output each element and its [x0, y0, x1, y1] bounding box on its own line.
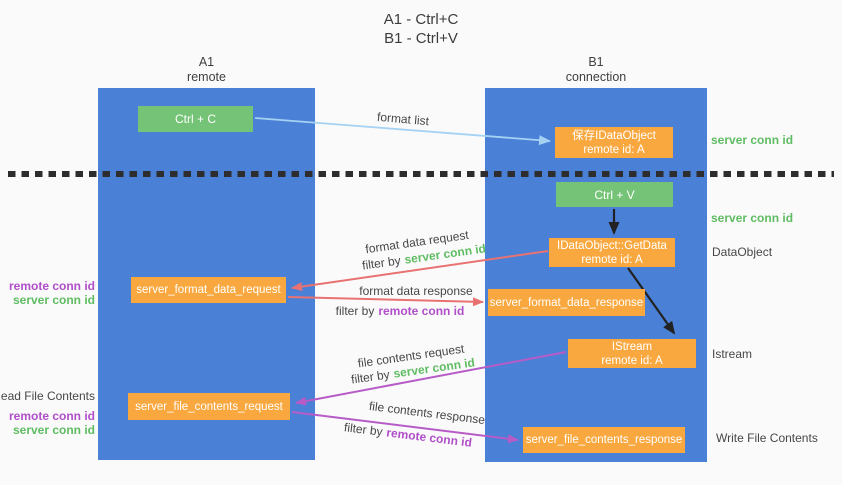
node-server-file-contents-request: server_file_contents_request — [128, 393, 290, 420]
node-server-format-data-response: server_format_data_response — [488, 289, 645, 316]
lane-header-a1: A1 remote — [98, 55, 315, 85]
annotation-remote-conn-id-file: remote conn id — [8, 409, 95, 423]
lane-a1-name: A1 — [198, 55, 215, 69]
lane-b1-name: B1 — [588, 55, 604, 69]
annotation-remote-conn-id-format: remote conn id — [8, 279, 95, 293]
annotation-server-conn-id-format: server conn id — [12, 293, 95, 307]
filter-by-text: filter by — [343, 420, 384, 439]
node-server-format-data-request-label: server_format_data_request — [136, 284, 281, 296]
diagram-title: A1 - Ctrl+C B1 - Ctrl+V — [0, 10, 842, 48]
node-istream: IStream remote id: A — [568, 339, 696, 368]
node-save-idataobject-line2: remote id: A — [583, 143, 645, 156]
node-idataobject-getdata: IDataObject::GetData remote id: A — [549, 238, 675, 267]
node-idataobject-getdata-line1: IDataObject::GetData — [557, 239, 667, 252]
node-server-file-contents-response-label: server_file_contents_response — [525, 434, 683, 446]
lane-a1-subtitle: remote — [187, 70, 226, 84]
node-idataobject-getdata-line2: remote id: A — [581, 253, 643, 266]
title-line-a1: A1 - Ctrl+C — [383, 11, 459, 28]
label-file-contents-response: file contents response — [368, 398, 486, 428]
node-ctrl-c: Ctrl + C — [138, 106, 253, 132]
node-server-format-data-request: server_format_data_request — [131, 277, 286, 303]
node-ctrl-c-label: Ctrl + C — [174, 112, 216, 126]
node-istream-line2: remote id: A — [601, 354, 663, 367]
node-server-file-contents-request-label: server_file_contents_request — [135, 400, 283, 413]
lane-header-b1: B1 connection — [485, 55, 707, 85]
annotation-server-conn-id-file: server conn id — [12, 423, 95, 437]
node-ctrl-v: Ctrl + V — [556, 182, 673, 207]
remote-conn-id-text: remote conn id — [378, 304, 465, 318]
lane-b1-subtitle: connection — [565, 70, 627, 84]
filter-by-text: filter by — [361, 253, 402, 273]
filter-by-text: filter by — [350, 367, 391, 387]
annotation-server-conn-id-top: server conn id — [711, 133, 794, 147]
node-save-idataobject-line1: 保存IDataObject — [572, 129, 656, 142]
node-ctrl-v-label: Ctrl + V — [594, 187, 635, 202]
title-line-b1: B1 - Ctrl+V — [384, 30, 458, 47]
label-format-data-response: format data response — [359, 284, 473, 298]
node-save-idataobject: 保存IDataObject remote id: A — [555, 127, 673, 158]
annotation-write-file-contents: Write File Contents — [716, 431, 818, 445]
annotation-dataobject: DataObject — [712, 245, 773, 259]
node-server-format-data-response-label: server_format_data_response — [489, 296, 644, 309]
label-format-list: format list — [376, 109, 430, 129]
filter-by-text: filter by — [335, 304, 375, 318]
annotation-server-conn-id-mid: server conn id — [711, 211, 794, 225]
node-server-file-contents-response: server_file_contents_response — [523, 427, 685, 453]
node-istream-line1: IStream — [611, 340, 653, 353]
remote-conn-id-text: remote conn id — [385, 425, 473, 450]
annotation-istream: Istream — [712, 347, 753, 361]
annotation-read-file-contents: Read File Contents — [0, 389, 95, 403]
